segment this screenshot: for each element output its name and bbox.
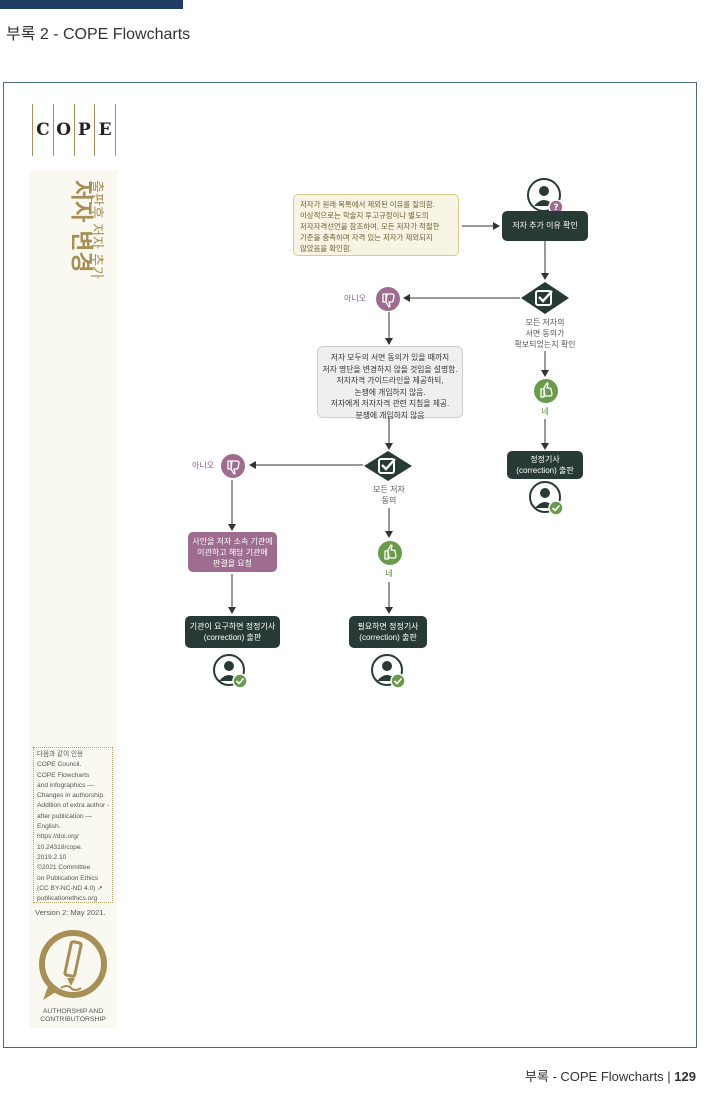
- check-reason-step: 저자 추가 이유 확인: [502, 211, 588, 241]
- version-text: Version 2: May 2021.: [35, 908, 106, 917]
- flowchart-frame: [3, 82, 697, 1048]
- decision1-line: 서면 동의가: [525, 329, 565, 338]
- logo-letter: O: [56, 120, 72, 140]
- explain-guidelines-box: 저자 모두의 서면 동의가 있을 때까지 저자 명단을 변경하지 않을 것임을 …: [317, 346, 463, 420]
- editor-approved-icon: [529, 481, 564, 516]
- citation-link[interactable]: https://doi.org/: [37, 833, 79, 841]
- note-line: 기준을 충족하며 자격 있는 저자가 제외되지: [300, 233, 433, 242]
- no-label: 아니오: [343, 294, 367, 303]
- explain-line: 논쟁에 개입하지 않음.: [354, 387, 426, 397]
- sidebar-title-main: 저자 변경: [68, 180, 94, 273]
- page-footer: 부록 - COPE Flowcharts | 129: [525, 1066, 696, 1085]
- decision2-line: 모든 저자: [373, 485, 405, 494]
- final-mid-line: (correction) 출판: [359, 633, 417, 642]
- decision1-label: 모든 저자의 서면 동의가 확보되었는지 확인: [500, 317, 590, 350]
- website-link[interactable]: publicationethics.org: [37, 895, 98, 903]
- note-line: 저자자격선언을 참조하여, 모든 저자가 적절한: [300, 222, 440, 231]
- page-title: 부록 2 - COPE Flowcharts: [6, 26, 191, 43]
- no-label: 아니오: [191, 461, 215, 470]
- note-line: 이상적으로는 학술지 투고규정이나 별도의: [300, 211, 429, 220]
- refer-line: 사안을 저자 소속 기관에: [192, 536, 273, 546]
- badge-caption-line: AUTHORSHIP AND: [42, 1008, 104, 1015]
- thumbs-down-icon: [376, 287, 400, 311]
- note-line: 않았음을 확인함.: [300, 244, 352, 253]
- decision2-label: 모든 저자 동의: [354, 484, 424, 506]
- logo-letter: E: [98, 120, 112, 140]
- citation-link[interactable]: 2019.2.10: [37, 853, 67, 861]
- note-line: 저자가 원래 목록에서 제외된 이유를 질의함.: [300, 200, 435, 209]
- decision1-check-icon: [521, 282, 569, 314]
- explain-line: 저자에게 저자자격 관련 지침을 제공.: [330, 399, 450, 408]
- final-left-line: 기관이 요구하면 정정기사: [189, 622, 276, 631]
- inquiry-note: 저자가 원래 목록에서 제외된 이유를 질의함. 이상적으로는 학술지 투고규정…: [293, 194, 459, 256]
- thumbs-down-icon: [221, 454, 245, 478]
- license-link[interactable]: (CC BY-NC-ND 4.0) ↗: [37, 884, 103, 892]
- logo-letter: P: [77, 120, 91, 140]
- explain-line: 분쟁에 개입하지 않음: [355, 410, 425, 420]
- explain-line: 저자 모두의 서면 동의가 있을 때까지: [330, 353, 450, 362]
- thumbs-up-icon: [534, 379, 558, 403]
- citation-line: and infographics —: [37, 781, 94, 789]
- sidebar-title-sub: 출판후 저자 추가: [88, 180, 104, 279]
- svg-text:?: ?: [553, 203, 558, 213]
- citation-line: Changes in authorship.: [37, 792, 105, 800]
- logo-letter: C: [36, 120, 50, 140]
- decision2-line: 동의: [381, 496, 397, 505]
- editor-approved-icon: [371, 654, 406, 689]
- citation-line: on Publication Ethics: [37, 874, 99, 882]
- decision1-line: 확보되었는지 확인: [514, 340, 576, 349]
- thumbs-up-icon: [378, 541, 402, 565]
- citation-line: COPE Flowcharts: [37, 771, 90, 779]
- explain-line: 저자 명단을 변경하지 않을 것임을 설명함.: [322, 364, 458, 374]
- badge-caption: AUTHORSHIP AND CONTRIBUTORSHIP: [29, 1008, 117, 1024]
- optional-correction-step: 필요하면 정정기사 (correction) 출판: [349, 616, 427, 648]
- institution-correction-step: 기관이 요구하면 정정기사 (correction) 출판: [185, 616, 280, 648]
- cope-logo: C O P E: [32, 104, 116, 156]
- page-number: 129: [674, 1069, 696, 1084]
- sidebar-panel: [29, 170, 117, 1028]
- final-left-line: (correction) 출판: [203, 633, 262, 642]
- citation-link[interactable]: 10.24318/cope.: [37, 843, 83, 851]
- editor-approved-icon: [213, 654, 248, 689]
- yes-label: 네: [385, 569, 393, 578]
- authorship-badge-icon: [39, 930, 107, 1000]
- decision2-check-icon: [364, 451, 412, 481]
- publish-correction-step: 정정기사 (correction) 출판: [507, 451, 583, 479]
- correction-line: (correction) 출판: [516, 466, 574, 475]
- final-mid-line: 필요하면 정정기사: [357, 622, 419, 631]
- header-accent-bar: [0, 0, 183, 9]
- citation-line: ©2021 Committee: [37, 864, 91, 872]
- citation-line: COPE Council.: [37, 761, 82, 769]
- footer-text: 부록 - COPE Flowcharts |: [524, 1069, 675, 1084]
- explain-line: 저자자격 가이드라인을 제공하되,: [336, 376, 444, 385]
- citation-line: Addition of extra author —: [37, 802, 109, 810]
- refer-line: 판결을 요청: [212, 558, 253, 568]
- citation-line: after publication —: [37, 812, 92, 820]
- yes-label: 네: [541, 407, 549, 416]
- citation-box: 다음과 같이 인용 COPE Council. COPE Flowcharts …: [33, 747, 113, 903]
- badge-caption-line: CONTRIBUTORSHIP: [40, 1016, 106, 1023]
- sidebar-title: 저자 변경 출판후 저자 추가: [68, 180, 104, 279]
- editor-question-icon: ?: [527, 178, 564, 215]
- citation-line: English.: [37, 823, 61, 831]
- correction-line: 정정기사: [530, 455, 560, 464]
- decision1-line: 모든 저자의: [525, 318, 565, 327]
- refer-line: 이관하고 해당 기관에: [197, 547, 268, 557]
- refer-institution-box: 사안을 저자 소속 기관에 이관하고 해당 기관에 판결을 요청: [188, 532, 277, 572]
- citation-line: 다음과 같이 인용: [37, 751, 84, 758]
